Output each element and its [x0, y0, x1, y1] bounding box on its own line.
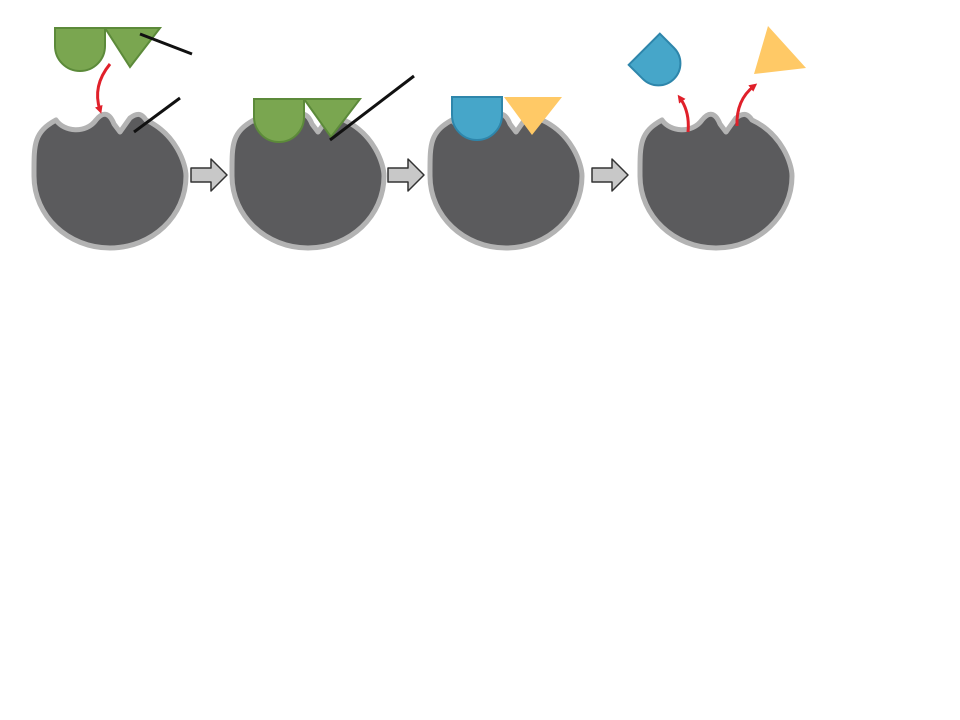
pointer-line-3: [329, 74, 415, 142]
substrate-semicircle-2: [253, 98, 305, 143]
enzyme-body: [640, 114, 792, 248]
pointer-line-1: [139, 32, 193, 56]
stage-arrow-1: [190, 158, 228, 192]
product-semicircle-3: [451, 96, 503, 141]
stage-arrow-3: [591, 158, 629, 192]
motion-arrow-release-2: [735, 83, 758, 127]
substrate-semicircle-1: [54, 27, 106, 72]
enzyme-body: [232, 114, 384, 248]
pointer-line-2: [133, 96, 181, 134]
stage-arrow-2: [387, 158, 425, 192]
enzyme-2: [232, 114, 384, 248]
product-semicircle-shape: [627, 32, 682, 87]
motion-arrow-bind: [94, 63, 112, 114]
motion-arrow-release-1: [677, 94, 690, 133]
substrate-triangle-1: [103, 27, 163, 69]
product-semicircle-released: [627, 32, 682, 87]
enzyme-body: [34, 114, 186, 248]
product-triangle-3: [504, 97, 562, 135]
enzyme-1: [34, 114, 186, 248]
enzyme-4: [640, 114, 792, 248]
enzyme-3: [430, 114, 582, 248]
enzyme-body: [430, 114, 582, 248]
substrate-triangle-2: [302, 98, 363, 139]
product-triangle-released: [754, 26, 806, 74]
